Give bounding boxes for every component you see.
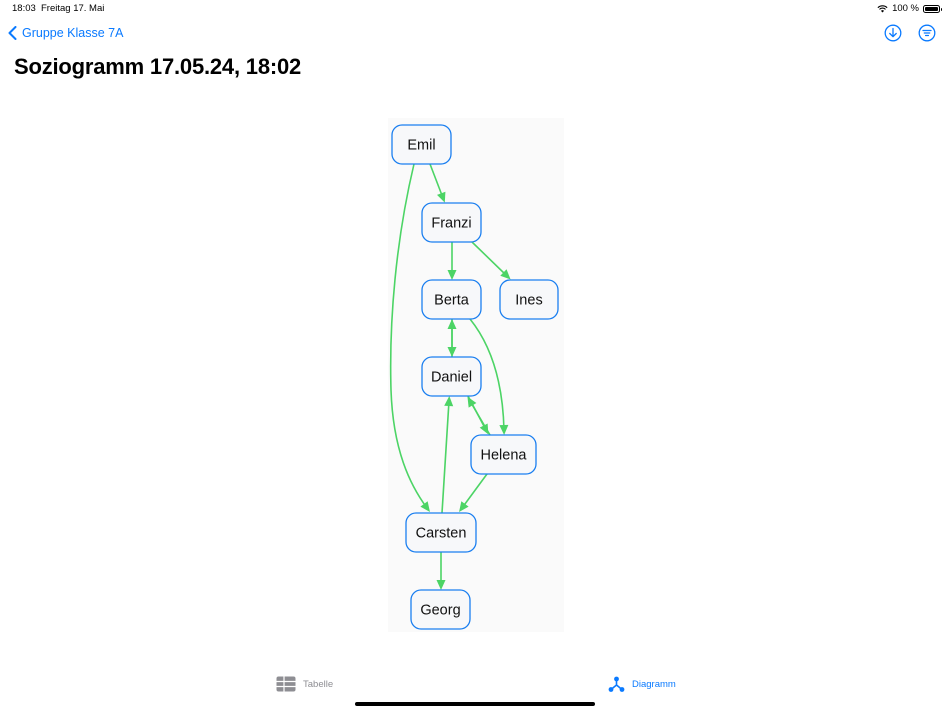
node-box — [499, 279, 559, 320]
battery-icon — [923, 4, 942, 13]
node-daniel[interactable]: Daniel — [421, 356, 482, 397]
node-box — [405, 512, 477, 553]
node-emil[interactable]: Emil — [391, 124, 452, 165]
tab-diagramm[interactable]: Diagramm — [608, 676, 676, 692]
home-indicator — [355, 702, 595, 706]
edge-franzi-to-ines — [471, 241, 508, 277]
status-date: Freitag 17. Mai — [41, 3, 105, 14]
download-circle-icon[interactable] — [884, 24, 902, 42]
edge-emil-to-carsten — [389, 163, 428, 509]
diagram-icon — [608, 676, 625, 692]
edge-helena-to-carsten — [461, 473, 488, 509]
node-carsten[interactable]: Carsten — [405, 512, 477, 553]
node-label: Georg — [420, 603, 460, 619]
battery-percent: 100 % — [892, 3, 919, 14]
node-label: Franzi — [431, 216, 471, 232]
wifi-icon — [877, 4, 888, 13]
tab-tabelle-label: Tabelle — [303, 678, 334, 690]
status-bar: 18:03 Freitag 17. Mai 100 % — [0, 0, 950, 18]
arrowhead-daniel-to-helena — [479, 423, 489, 435]
tab-bar: Tabelle Diagramm — [0, 668, 950, 704]
node-label: Helena — [481, 448, 528, 464]
node-label: Ines — [515, 293, 542, 309]
status-time: 18:03 — [12, 3, 36, 14]
edge-emil-to-franzi — [429, 163, 444, 199]
node-box — [421, 279, 482, 320]
node-label: Berta — [434, 293, 470, 309]
node-label: Carsten — [416, 526, 467, 542]
tab-tabelle[interactable]: Tabelle — [276, 676, 333, 692]
edge-helena-to-daniel — [469, 400, 491, 436]
back-button[interactable]: Gruppe Klasse 7A — [8, 26, 123, 40]
node-label: Emil — [407, 138, 435, 154]
node-box — [470, 434, 537, 475]
edge-berta-to-helena — [469, 318, 505, 431]
filter-circle-icon[interactable] — [918, 24, 936, 42]
node-ines[interactable]: Ines — [499, 279, 559, 320]
node-franzi[interactable]: Franzi — [421, 202, 482, 243]
tab-diagramm-label: Diagramm — [632, 678, 676, 690]
nav-actions — [884, 24, 936, 42]
node-box — [410, 589, 471, 630]
arrowhead-carsten-to-daniel — [444, 396, 454, 407]
page-title: Soziogramm 17.05.24, 18:02 — [14, 54, 302, 79]
arrowhead-emil-to-franzi — [437, 191, 446, 203]
arrowhead-carsten-to-georg — [436, 580, 446, 590]
node-helena[interactable]: Helena — [470, 434, 537, 475]
status-indicators: 100 % — [877, 3, 942, 14]
node-georg[interactable]: Georg — [410, 589, 471, 630]
chevron-left-icon — [8, 26, 17, 40]
node-box — [421, 202, 482, 243]
node-box — [391, 124, 452, 165]
arrowhead-franzi-to-ines — [500, 269, 511, 280]
arrowhead-franzi-to-berta — [447, 270, 457, 280]
back-label: Gruppe Klasse 7A — [22, 26, 124, 40]
arrowhead-helena-to-daniel — [467, 396, 477, 408]
arrowhead-berta-to-helena — [499, 424, 509, 435]
edge-carsten-to-daniel — [441, 400, 450, 514]
arrowhead-daniel-to-berta — [447, 319, 457, 329]
table-icon — [276, 676, 296, 692]
arrowhead-helena-to-carsten — [459, 501, 469, 513]
node-berta[interactable]: Berta — [421, 279, 482, 320]
node-label: Daniel — [431, 370, 472, 386]
arrowhead-emil-to-carsten — [420, 501, 430, 513]
node-box — [421, 356, 482, 397]
